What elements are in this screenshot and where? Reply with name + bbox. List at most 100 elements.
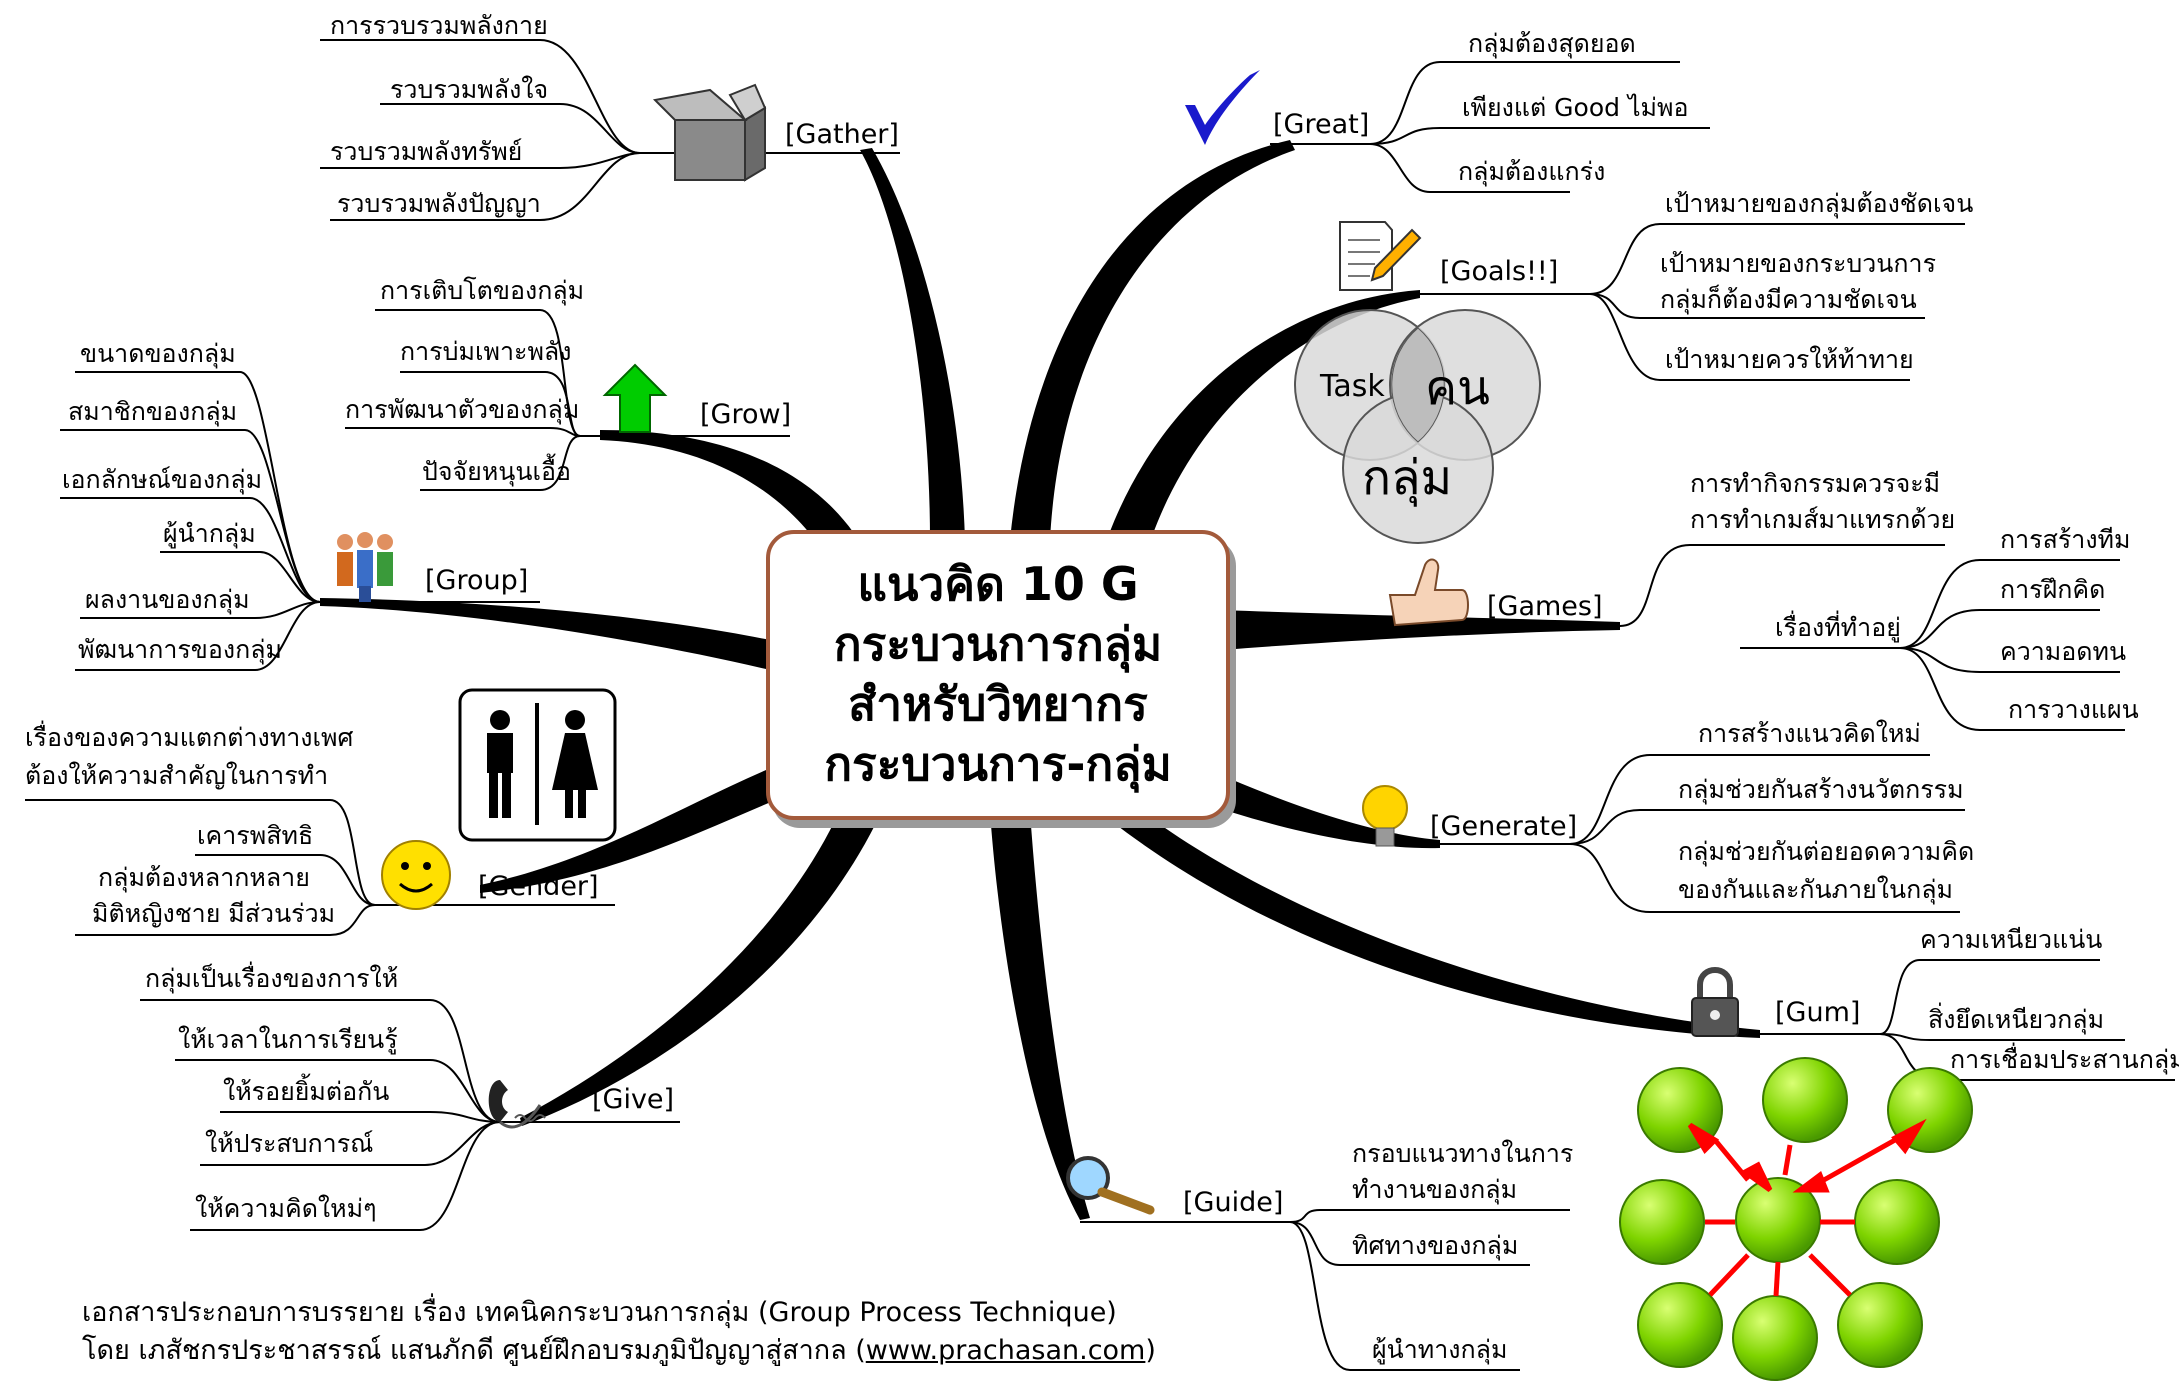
magnifier-icon (1066, 1156, 1155, 1215)
list-item: ผู้นำทางกลุ่ม (1372, 1335, 1508, 1364)
list-item: ให้รอยยิ้มต่อกัน (223, 1077, 390, 1106)
list-item: สมาชิกของกลุ่ม (68, 397, 238, 426)
branch-label-guide: [Guide] (1183, 1187, 1284, 1218)
branch-label-great: [Great] (1273, 109, 1370, 140)
list-item: ผลงานของกลุ่ม (85, 585, 250, 614)
ball (1637, 1282, 1723, 1368)
smiley-face-icon (381, 840, 451, 910)
list-item: การบ่มเพาะพลัง (400, 337, 572, 366)
list-item: รวบรวมพลังปัญญา (337, 189, 541, 218)
open-box-icon (652, 83, 767, 182)
venn-label-group: กลุ่ม (1362, 450, 1453, 506)
light-bulb-icon (1362, 785, 1408, 847)
list-item: เป้าหมายของกระบวนการ (1660, 249, 1937, 278)
list-item: รวบรวมพลังใจ (390, 75, 549, 104)
list-item: ขนาดของกลุ่ม (80, 339, 236, 368)
branch-curve-guide (990, 812, 1090, 1220)
red-arrows (1687, 1118, 1927, 1297)
branch-label-give: [Give] (592, 1084, 675, 1115)
list-item: พัฒนาการของกลุ่ม (78, 635, 283, 664)
list-item: การพัฒนาตัวของกลุ่ม (345, 395, 580, 424)
list-item: กลุ่มต้องสุดยอด (1468, 29, 1636, 58)
center-title-line2: กระบวนการกลุ่ม (833, 617, 1163, 672)
padlock-icon (1691, 967, 1739, 1037)
footer-line2: โดย เภสัชกรประชาสรรณ์ แสนภักดี ศูนย์ฝึกอ… (82, 1334, 1156, 1368)
list-item: รวบรวมพลังทรัพย์ (330, 137, 523, 166)
list-item: เรื่องที่ทำอยู่ (1775, 613, 1901, 642)
branch-curve-games (1222, 610, 1620, 650)
list-item: ต้องให้ความสำคัญในการทำ (25, 761, 329, 790)
ball (1837, 1282, 1923, 1368)
list-item: เป้าหมายควรให้ท้าทาย (1665, 345, 1914, 374)
list-item: กลุ่มช่วยกันต่อยอดความคิด (1678, 837, 1975, 866)
people-group-icon (337, 532, 393, 602)
list-item: การรวบรวมพลังกาย (330, 11, 548, 40)
list-item: เอกลักษณ์ของกลุ่ม (62, 465, 263, 494)
list-item: การวางแผน (2008, 695, 2139, 724)
list-item: การสร้างแนวคิดใหม่ (1698, 719, 1921, 748)
list-item: มิติหญิงชาย มีส่วนร่วม (92, 899, 336, 928)
venn-label-task: Task (1320, 369, 1385, 404)
list-item: การเชื่อมประสานกลุ่ม (1950, 1045, 2179, 1074)
list-item: กลุ่มก็ต้องมีความชัดเจน (1660, 285, 1917, 314)
list-item: กรอบแนวทางในการ (1352, 1139, 1574, 1168)
branch-label-group: [Group] (425, 565, 529, 596)
list-item: กลุ่มต้องแกร่ง (1458, 157, 1606, 186)
branch-label-gender: [Gender] (478, 871, 599, 902)
green-up-arrow-icon (602, 363, 668, 433)
footer-credit: โดย เภสัชกรประชาสรรณ์ แสนภักดี ศูนย์ฝึกอ… (82, 1335, 866, 1366)
checkmark-icon (1185, 70, 1260, 145)
list-item: การสร้างทีม (2000, 525, 2131, 554)
list-item: ทำงานของกลุ่ม (1352, 1175, 1518, 1204)
list-item: เรื่องของความแตกต่างทางเพศ (25, 723, 354, 752)
telephone-icon (488, 1080, 546, 1129)
venn-label-people: คน (1425, 360, 1490, 416)
center-title-line1: แนวคิด 10 G (857, 557, 1139, 612)
restroom-sign-icon (458, 688, 617, 842)
center-title-line4: กระบวนการ-กลุ่ม (824, 736, 1172, 791)
branch-curve-gather (860, 148, 965, 540)
list-item: ให้ความคิดใหม่ๆ (195, 1194, 377, 1223)
list-item: ผู้นำกลุ่ม (163, 519, 256, 548)
ball (1854, 1179, 1940, 1265)
list-item: ความอดทน (2000, 637, 2127, 666)
branch-label-gum: [Gum] (1775, 997, 1861, 1028)
branch-label-generate: [Generate] (1430, 811, 1578, 842)
list-item: สิ่งยึดเหนียวกลุ่ม (1928, 1005, 2105, 1034)
branch-curve-great (1010, 140, 1295, 540)
footer-close-paren: ) (1145, 1335, 1156, 1366)
list-item: ให้เวลาในการเรียนรู้ (178, 1025, 398, 1054)
branch-curve-give (520, 810, 880, 1126)
venn-diagram (1294, 309, 1541, 544)
list-item: เป้าหมายของกลุ่มต้องชัดเจน (1665, 189, 1974, 218)
list-item: กลุ่มช่วยกันสร้างนวัตกรรม (1678, 775, 1964, 804)
list-item: เพียงแต่ Good ไม่พอ (1462, 93, 1689, 122)
list-item: การทำเกมส์มาแทรกด้วย (1690, 505, 1956, 534)
ball (1619, 1179, 1705, 1265)
branch-label-goals: [Goals!!] (1440, 256, 1559, 287)
list-item: เคารพสิทธิ (197, 821, 314, 850)
footer-website-link[interactable]: www.prachasan.com (865, 1335, 1146, 1366)
branch-curve-group (320, 598, 770, 670)
list-item: ให้ประสบการณ์ (205, 1129, 374, 1158)
sub-lines (25, 39, 2175, 1371)
list-item: กลุ่มเป็นเรื่องของการให้ (145, 964, 399, 993)
list-item: ทิศทางของกลุ่ม (1352, 1231, 1519, 1260)
branch-label-games: [Games] (1487, 591, 1603, 622)
ball (1732, 1295, 1818, 1381)
list-item: การทำกิจกรรมควรจะมี (1690, 469, 1941, 498)
center-title-box: แนวคิด 10 G กระบวนการกลุ่ม สำหรับวิทยากร… (766, 530, 1230, 820)
thumbs-up-icon (1388, 558, 1469, 627)
branch-label-gather: [Gather] (785, 119, 899, 150)
list-item: ของกันและกันภายในกลุ่ม (1678, 875, 1954, 904)
group-cluster-graphic (1619, 1057, 1973, 1381)
list-item: กลุ่มต้องหลากหลาย (98, 863, 310, 892)
list-item: การฝึกคิด (2000, 575, 2106, 604)
list-item: การเติบโตของกลุ่ม (380, 276, 585, 305)
list-item: ปัจจัยหนุนเอื้อ (422, 457, 572, 486)
footer-line1: เอกสารประกอบการบรรยาย เรื่อง เทคนิคกระบว… (82, 1297, 1117, 1328)
list-item: ความเหนียวแน่น (1920, 925, 2103, 954)
branch-label-grow: [Grow] (700, 399, 792, 430)
